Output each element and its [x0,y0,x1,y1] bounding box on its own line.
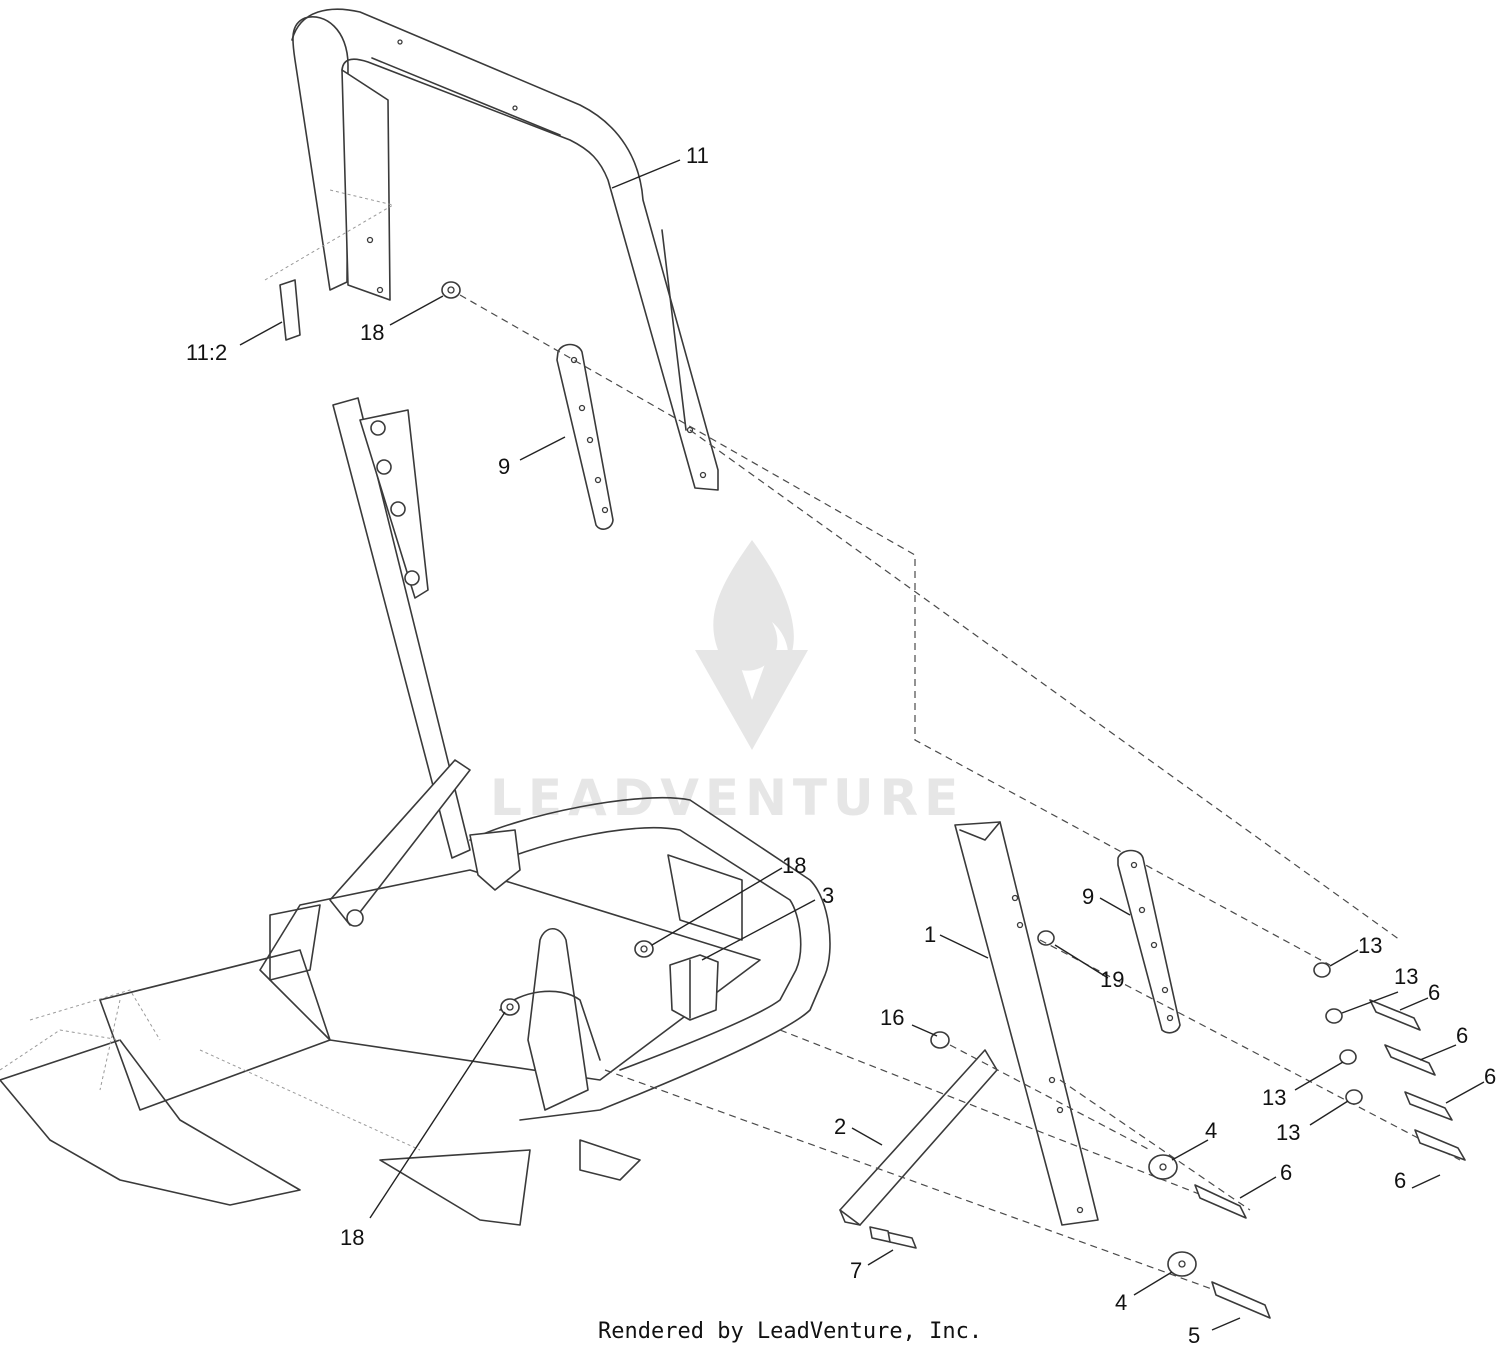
callout-18-mid: 18 [782,853,806,878]
bolt-7 [869,1226,917,1249]
rops-lower-tube [954,821,1099,1226]
watermark-text: LEADVENTURE [490,769,964,827]
callout-6-e: 6 [1394,1168,1406,1193]
assembly-line-upper [459,294,1331,966]
callout-6-a: 6 [1428,980,1440,1005]
washers-13 [1313,962,1363,1105]
mount-bracket [669,954,719,1021]
callout-19: 19 [1100,967,1124,992]
rops-upper-hoop [291,8,719,491]
footer-credit: Rendered by LeadVenture, Inc. [598,1319,983,1344]
flange-nut-mid [634,940,654,958]
callout-11-2: 11:2 [186,340,227,365]
flange-nut-top [441,281,461,299]
brace-bar [839,1049,998,1226]
callout-9-top: 9 [498,454,510,479]
callout-16: 16 [880,1005,904,1030]
callout-2: 2 [834,1114,846,1139]
bolts-6 [1194,999,1466,1319]
callout-1: 1 [924,922,936,947]
callout-18-top: 18 [360,320,384,345]
callout-9-right: 9 [1082,884,1094,909]
washers-4 [1148,1154,1197,1277]
callout-13-c: 13 [1262,1085,1286,1110]
callout-11: 11 [686,143,709,168]
decal-11-2 [264,189,395,341]
pivot-plate-right [1117,849,1181,1034]
callout-3: 3 [822,883,834,908]
callout-6-d: 6 [1280,1160,1292,1185]
callout-13-a: 13 [1358,933,1382,958]
flange-nut-bottom [500,998,520,1016]
rops-lower-upright [329,397,471,927]
callout-7: 7 [850,1258,862,1283]
callout-6-b: 6 [1456,1023,1468,1048]
callout-6-c: 6 [1484,1064,1496,1089]
callout-13-b: 13 [1394,964,1418,989]
callout-18-bottom: 18 [340,1225,364,1250]
leader-lines [239,159,1485,1331]
callout-4-a: 4 [1205,1118,1217,1143]
pivot-plate-upper [556,343,614,530]
callout-4-b: 4 [1115,1290,1127,1315]
callout-5: 5 [1188,1323,1200,1348]
watermark-logo-icon [695,540,808,750]
callout-13-d: 13 [1276,1120,1300,1145]
